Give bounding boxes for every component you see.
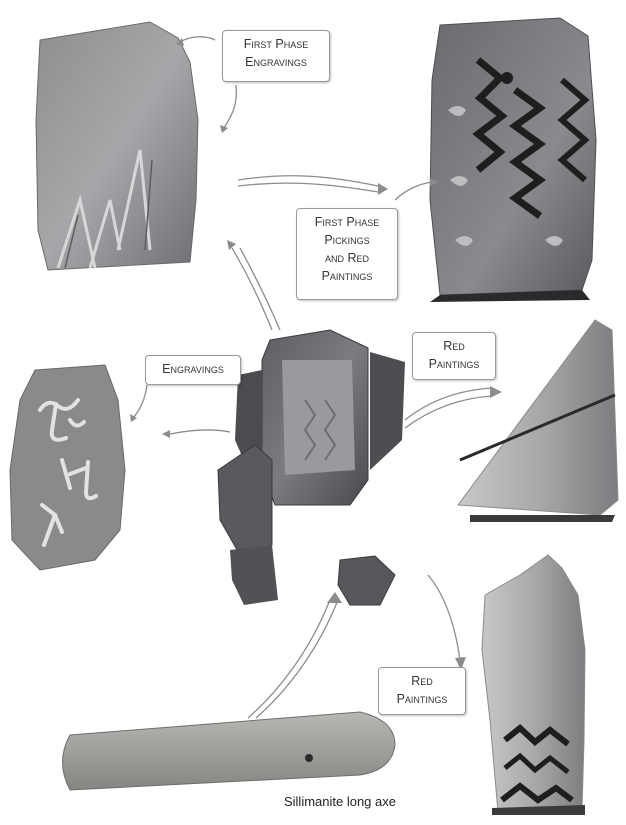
label-line: First Phase <box>229 35 323 53</box>
arrow-phase1-to-phase2-b <box>238 183 378 192</box>
label-line: Engravings <box>152 360 234 378</box>
label-line: Red <box>419 337 489 355</box>
label-red-paintings-lower: Red Paintings <box>378 667 466 715</box>
label-first-phase-engravings: First Phase Engravings <box>222 30 330 82</box>
label-red-paintings-right: Red Paintings <box>412 332 496 380</box>
label-line: Paintings <box>385 690 459 708</box>
stone-engravings <box>10 365 125 570</box>
axe-hole <box>305 754 313 762</box>
label-engravings: Engravings <box>145 355 241 385</box>
arrowhead <box>162 430 170 438</box>
label-line: First Phase <box>303 213 391 231</box>
arrowhead <box>378 183 388 195</box>
stone-red-paintings-lower <box>482 555 585 815</box>
label-line: Red <box>385 672 459 690</box>
label-line: and Red <box>303 249 391 267</box>
label-first-phase-pickings: First Phase Pickings and Red Paintings <box>296 208 398 300</box>
arrow-dolmen-to-red-lower <box>428 575 460 660</box>
arrow-dolmen-to-engravings <box>170 430 230 434</box>
arrow-dolmen-to-phase1-b <box>240 248 280 330</box>
arrowhead <box>327 592 342 603</box>
sillimanite-axe <box>63 712 396 790</box>
label-line: Paintings <box>419 355 489 373</box>
arrow-axe-to-dolmen <box>248 600 330 718</box>
arrow-label-to-stone-d <box>395 182 432 200</box>
caption-sillimanite-axe: Sillimanite long axe <box>250 794 430 809</box>
arrow-label-to-stone <box>180 37 215 42</box>
arrowhead <box>220 125 228 133</box>
stone-first-phase-pickings <box>430 18 596 302</box>
arrow-dolmen-to-phase1 <box>232 248 272 330</box>
label-line: Engravings <box>229 53 323 71</box>
stone-first-phase-engravings <box>36 22 198 270</box>
arrow-dolmen-to-red-right <box>405 388 492 420</box>
arrow-label-to-stone-c <box>133 385 147 418</box>
dolmen <box>218 330 405 605</box>
arrow-label-to-stone-b <box>224 85 236 128</box>
arrow-axe-to-dolmen-b <box>256 600 338 718</box>
label-line: Paintings <box>303 267 391 285</box>
arrow-dolmen-to-red-right-b <box>405 396 492 428</box>
arrowhead <box>490 386 502 398</box>
arrowhead <box>227 240 236 250</box>
label-line: Pickings <box>303 231 391 249</box>
